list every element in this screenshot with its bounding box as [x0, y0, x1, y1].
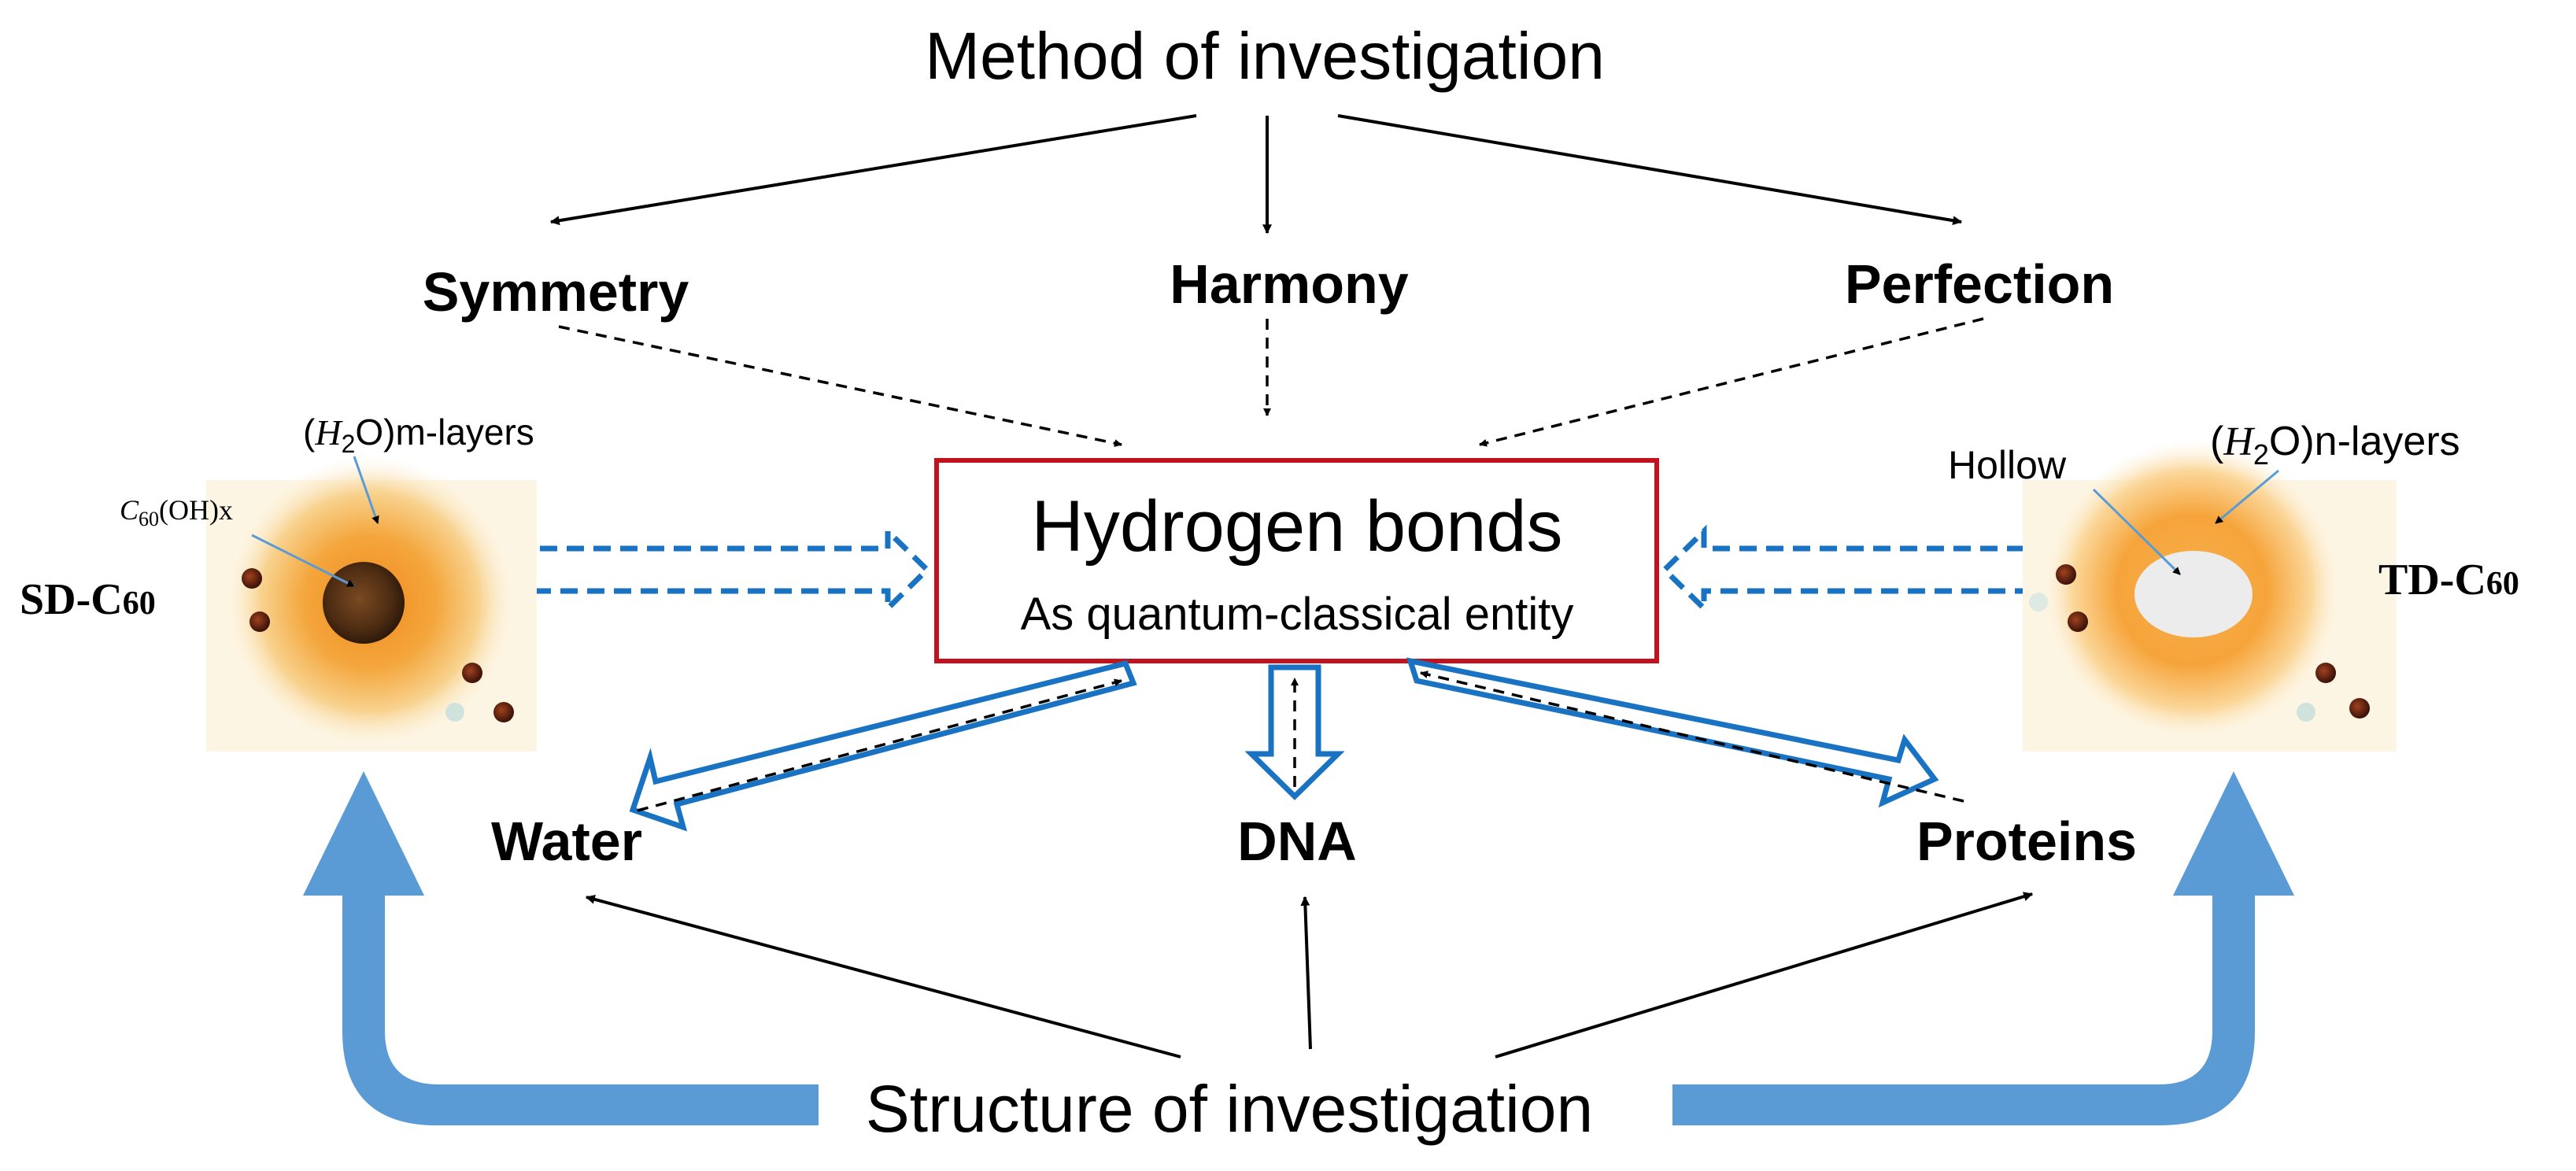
box-title: Hydrogen bonds [1031, 486, 1562, 567]
td-c60-label: TD-C60 [2378, 556, 2519, 604]
left-curved-arrow [303, 771, 819, 1125]
sd-c60-label: SD-C60 [20, 575, 156, 624]
arrow-structure-to-water [585, 895, 1181, 1058]
left-layers-label: (H2O)m-layers [303, 412, 534, 458]
block-arrow-box-to-dna [1244, 664, 1345, 800]
arrow-structure-to-proteins [1495, 892, 2034, 1058]
block-arrow-box-to-water [629, 659, 1137, 832]
left-dashed-block-arrow [510, 524, 932, 615]
symmetry-label: Symmetry [423, 261, 689, 323]
left-layers-pointer [353, 456, 379, 524]
hollow-pointer [2092, 488, 2182, 576]
right-dashed-block-arrow [1660, 524, 2081, 615]
right-curved-arrow [1672, 771, 2294, 1125]
left-core-pointer [251, 534, 355, 588]
dashed-arrow-perfection-to-box [1479, 317, 1984, 447]
arrow-method-to-symmetry [549, 114, 1197, 226]
left-core-label: C60(OH)x [120, 494, 233, 530]
proteins-label: Proteins [1916, 811, 2137, 872]
right-layers-label: (H2O)n-layers [2210, 419, 2460, 471]
block-arrow-box-to-proteins [1406, 657, 1964, 808]
box-subtitle: As quantum-classical entity [1021, 589, 1574, 640]
right-layers-pointer [2215, 469, 2279, 525]
arrow-method-to-perfection [1337, 114, 1963, 226]
structure-title: Structure of investigation [866, 1072, 1594, 1146]
perfection-label: Perfection [1845, 253, 2114, 315]
method-title: Method of investigation [925, 19, 1605, 93]
arrow-structure-to-dna [1300, 896, 1312, 1050]
td-c60-particle-image [2023, 441, 2397, 752]
dashed-arrow-symmetry-to-box [558, 325, 1122, 448]
hydrogen-bonds-box [934, 458, 1659, 663]
dna-label: DNA [1237, 811, 1357, 872]
hollow-label: Hollow [1948, 443, 2067, 487]
harmony-label: Harmony [1170, 253, 1408, 315]
sd-c60-particle-image [206, 456, 537, 752]
water-label: Water [491, 811, 642, 872]
